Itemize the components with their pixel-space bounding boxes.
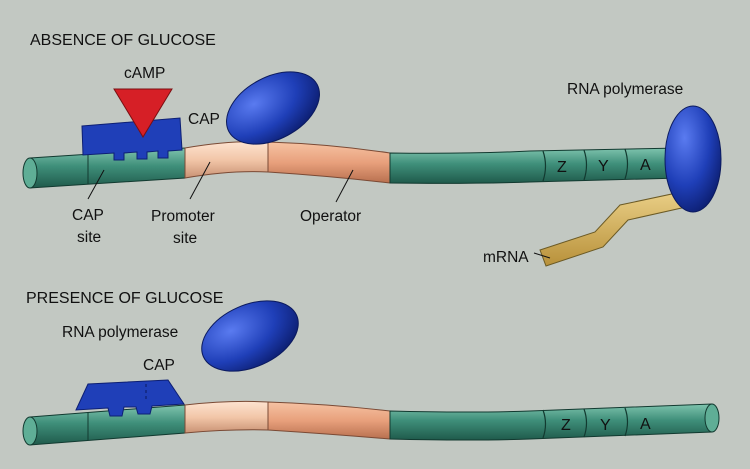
operator-segment: [267, 141, 391, 184]
rna-polymerase-bound-icon: [664, 105, 722, 213]
gene-divider-a: [624, 148, 629, 180]
gene-y-label-bottom: Y: [600, 417, 611, 434]
gene-a-label: A: [640, 157, 651, 174]
top-heading: ABSENCE OF GLUCOSE: [30, 32, 216, 49]
cap-site-label-line1: CAP: [72, 207, 104, 224]
dna-end-left: [22, 157, 38, 189]
promoter-site-label-line2: site: [173, 230, 197, 247]
cap-site-label-line2: site: [77, 229, 101, 246]
cap-site-leader: [87, 169, 105, 200]
rna-polymerase-label-bottom: RNA polymerase: [62, 324, 178, 341]
operator-segment-bottom: [267, 401, 391, 440]
gene-z-label: Z: [557, 159, 567, 176]
dna-segment-right-bottom: [389, 403, 713, 441]
dna-end-left-bottom: [22, 416, 38, 446]
bottom-panel: PRESENCE OF GLUCOSE RNA polymerase CAP Z…: [22, 290, 720, 446]
promoter-segment-bottom: [184, 400, 269, 434]
rna-polymerase-floating-icon: [226, 71, 320, 145]
gene-z-label-bottom: Z: [561, 417, 571, 434]
promoter-segment: [184, 141, 269, 179]
cap-protein-icon: [81, 117, 183, 161]
gene-divider-y-bottom: [583, 408, 588, 438]
gene-divider-z: [542, 150, 547, 182]
rna-polymerase-label-top: RNA polymerase: [567, 81, 683, 98]
top-panel: ABSENCE OF GLUCOSE Z Y A cAMP CAP RNA po…: [22, 32, 722, 267]
gene-divider-a-bottom: [624, 407, 629, 437]
camp-label: cAMP: [124, 65, 165, 82]
gene-divider-y: [583, 149, 588, 181]
cap-label-bottom: CAP: [143, 357, 175, 374]
dna-segment-left-bottom: [29, 404, 186, 446]
promoter-site-label-line1: Promoter: [151, 208, 215, 225]
gene-divider-z-bottom: [542, 409, 547, 439]
cap-label-top: CAP: [188, 111, 220, 128]
operator-label: Operator: [300, 208, 361, 225]
rna-polymerase-unbound-icon: [201, 300, 299, 372]
mrna-leader: [533, 252, 551, 259]
dna-segment-right: [389, 147, 681, 184]
operator-leader: [335, 169, 354, 203]
mrna-label: mRNA: [483, 249, 529, 266]
promoter-site-leader: [189, 161, 211, 200]
bottom-heading: PRESENCE OF GLUCOSE: [26, 290, 223, 307]
cap-protein-bottom-icon: [75, 379, 185, 417]
gene-a-label-bottom: A: [640, 416, 651, 433]
dna-end-right-bottom: [704, 403, 720, 433]
camp-icon: [113, 88, 173, 138]
gene-y-label: Y: [598, 158, 609, 175]
